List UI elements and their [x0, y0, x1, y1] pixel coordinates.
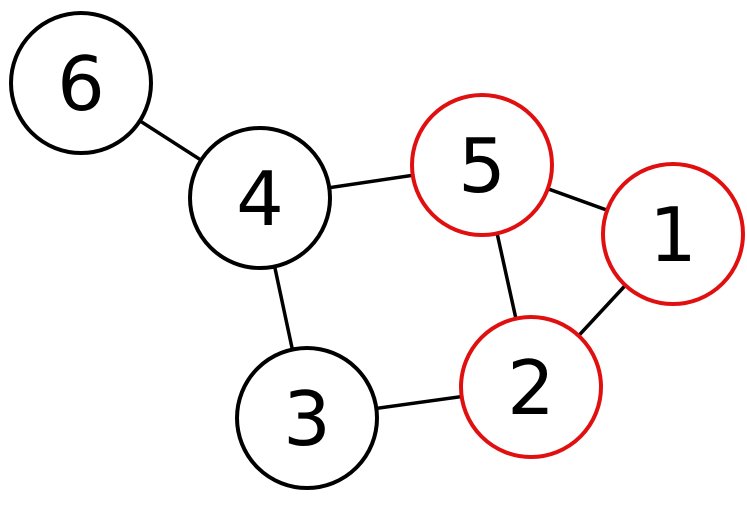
node-2-label: 2	[507, 344, 555, 432]
node-5-circle	[410, 93, 554, 237]
node-6-circle	[9, 11, 153, 155]
node-3-circle	[235, 346, 379, 490]
node-1-circle	[601, 162, 745, 306]
node-6-label: 6	[57, 40, 105, 128]
node-2-circle	[459, 315, 603, 459]
node-4-circle	[188, 126, 332, 270]
node-5-label: 5	[458, 122, 506, 210]
node-4-label: 4	[236, 155, 284, 243]
node-3-label: 3	[283, 375, 331, 463]
node-1-label: 1	[649, 191, 697, 279]
